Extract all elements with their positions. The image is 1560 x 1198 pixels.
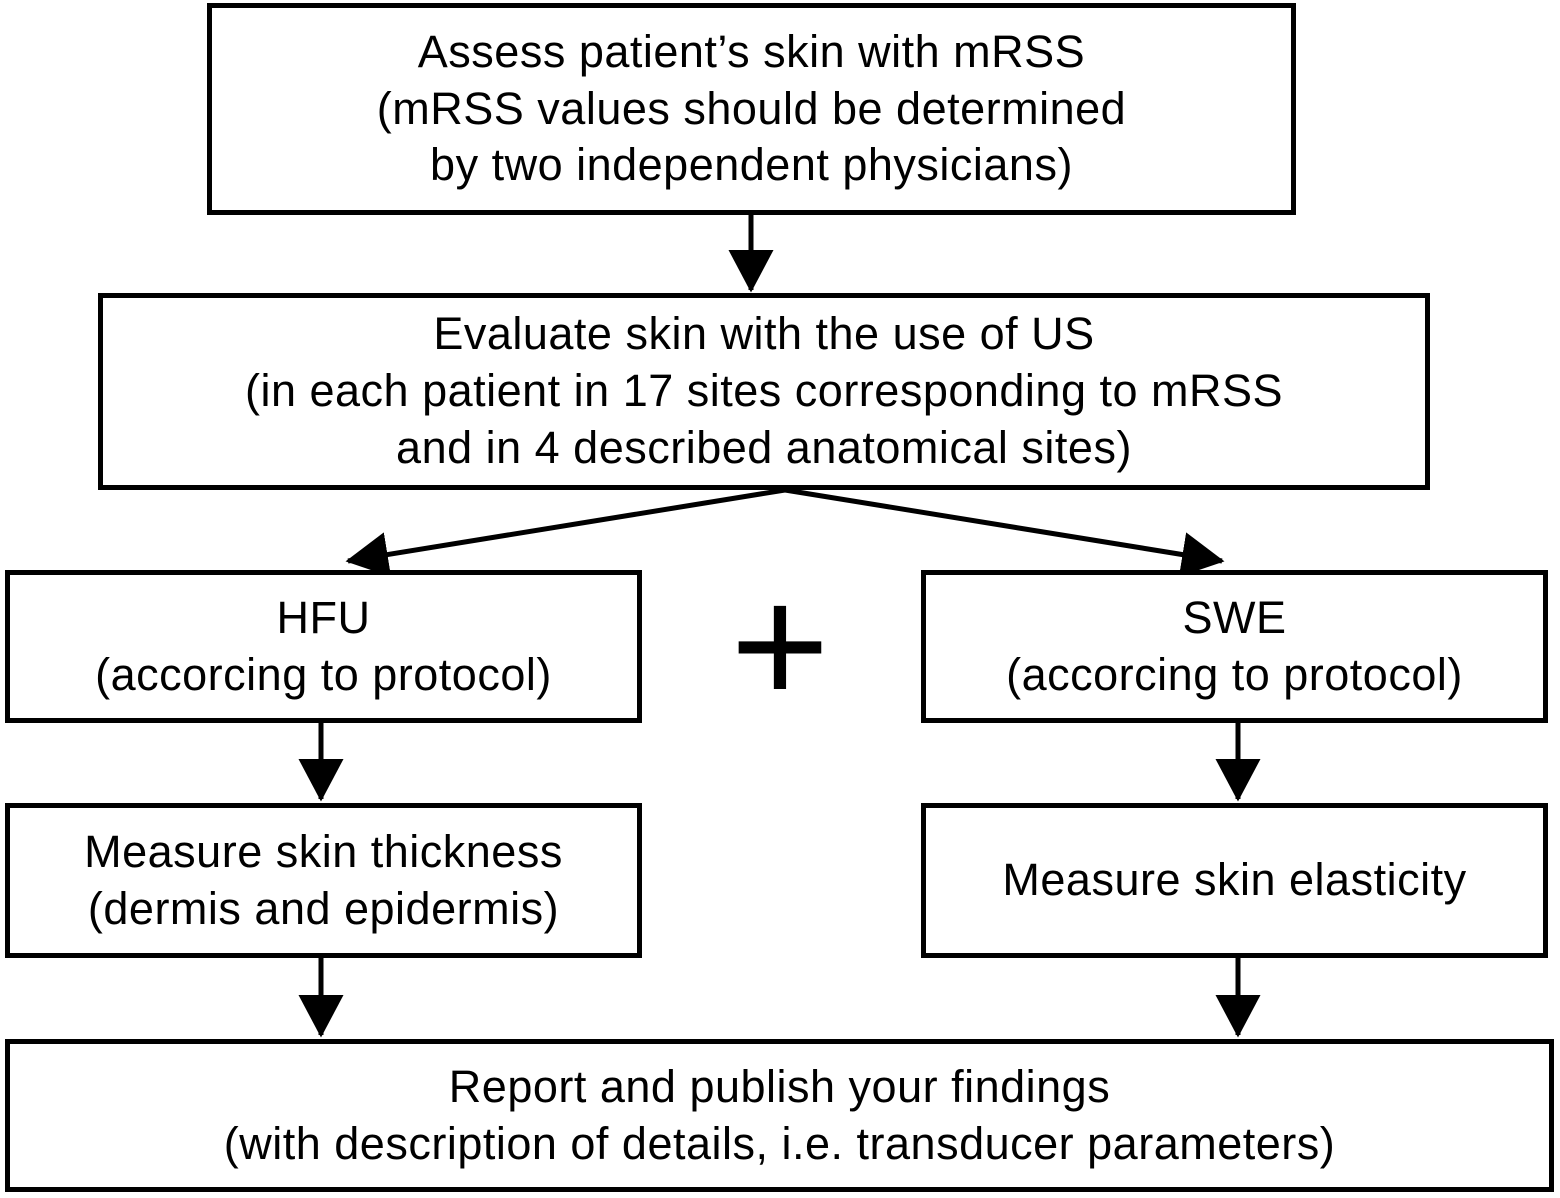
node-report-publish-findings: Report and publish your findings (with d… xyxy=(5,1039,1554,1192)
arrow-evaluate-to-hfu-icon xyxy=(345,487,786,577)
node-measure-skin-elasticity: Measure skin elasticity xyxy=(921,803,1548,958)
plus-icon: + xyxy=(730,551,830,741)
node-assess-skin-mrss: Assess patient’s skin with mRSS (mRSS va… xyxy=(207,3,1296,215)
node-measure-skin-thickness: Measure skin thickness (dermis and epide… xyxy=(5,803,642,958)
node-hfu-protocol: HFU (accorcing to protocol) xyxy=(5,570,642,723)
arrow-evaluate-to-swe-icon xyxy=(784,487,1225,577)
node-evaluate-skin-us: Evaluate skin with the use of US (in eac… xyxy=(98,293,1430,490)
node-swe-protocol: SWE (accorcing to protocol) xyxy=(921,570,1548,723)
